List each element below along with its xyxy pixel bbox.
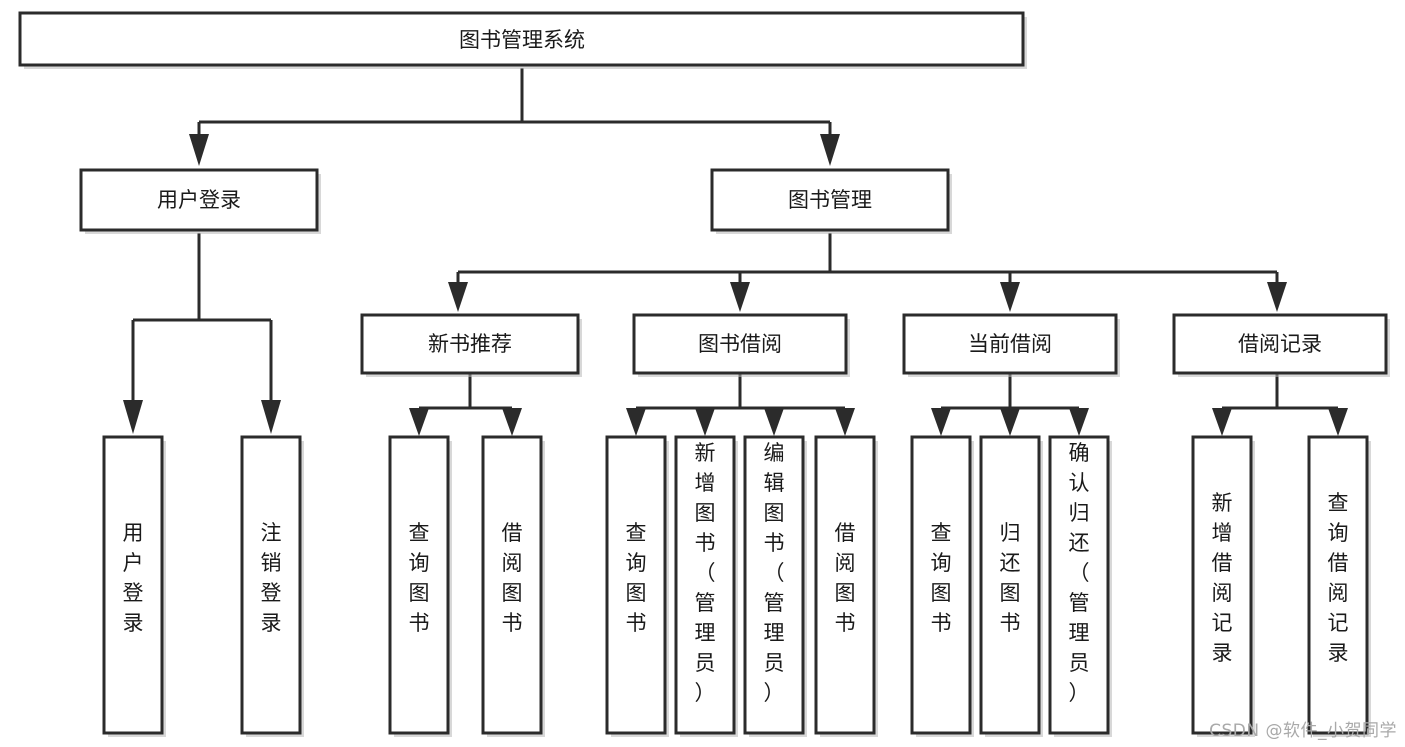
node-root-rect — [18, 11, 1025, 67]
leaf-node[interactable]: 归还图书 — [979, 435, 1043, 737]
leaf-rect — [910, 435, 972, 735]
leaf-rect — [674, 435, 736, 735]
arrow-bookborrow-leaf-4 — [835, 408, 855, 436]
leaf-rect — [1307, 435, 1369, 735]
leaf-node[interactable]: 新增借阅记录 — [1191, 435, 1255, 737]
arrow-borrowrecord-leaf-1 — [1212, 408, 1232, 436]
leaf-node[interactable]: 确认归还（管理员） — [1048, 435, 1112, 737]
leaf-rect — [388, 435, 450, 735]
leaf-rect — [605, 435, 667, 735]
csdn-watermark: CSDN @软件_小贺同学 — [1209, 721, 1397, 741]
node-current-borrow-label: 当前借阅 — [968, 332, 1052, 356]
leaf-node[interactable]: 查询借阅记录 — [1307, 435, 1371, 737]
node-user-login-label: 用户登录 — [157, 188, 241, 212]
arrow-currentborrow-leaf-2 — [1000, 408, 1020, 436]
node-borrow-record-label: 借阅记录 — [1238, 332, 1322, 356]
leaf-rect — [102, 435, 164, 735]
connector-group-book-borrow — [626, 374, 855, 436]
leaf-label: 确认归还（管理员） — [1069, 441, 1090, 705]
node-book-borrow[interactable]: 图书借阅 — [632, 313, 850, 377]
leaf-label: 查询图书 — [931, 521, 952, 635]
leaf-label: 新增图书（管理员） — [695, 441, 716, 705]
leaf-node[interactable]: 借阅图书 — [814, 435, 878, 737]
leaf-label: 归还图书 — [1000, 521, 1021, 635]
arrow-newbook-leaf-2 — [502, 408, 522, 436]
leaf-label: 查询图书 — [626, 521, 647, 635]
leaf-label: 借阅图书 — [502, 521, 523, 635]
node-new-book-recommend-rect — [360, 313, 580, 375]
arrow-borrowrecord-leaf-2 — [1328, 408, 1348, 436]
leaf-label: 用户登录 — [123, 521, 144, 635]
leaf-node[interactable]: 借阅图书 — [481, 435, 545, 737]
node-book-management-label: 图书管理 — [788, 188, 872, 212]
leaf-node[interactable]: 查询图书 — [910, 435, 974, 737]
node-book-management-rect — [710, 168, 950, 232]
node-borrow-record[interactable]: 借阅记录 — [1172, 313, 1390, 377]
node-book-borrow-rect — [632, 313, 848, 375]
leaf-label: 借阅图书 — [835, 521, 856, 635]
connector-group-user-login — [123, 233, 281, 434]
leaf-node[interactable]: 新增图书（管理员） — [674, 435, 738, 737]
arrow-bookmgmt-child-1 — [448, 282, 468, 312]
arrow-bookmgmt-child-3 — [1000, 282, 1020, 312]
connector-group-new-book — [409, 374, 522, 436]
node-current-borrow[interactable]: 当前借阅 — [902, 313, 1120, 377]
leaf-rect — [240, 435, 302, 735]
arrow-currentborrow-leaf-1 — [931, 408, 951, 436]
leaf-rect — [1048, 435, 1110, 735]
arrow-bookborrow-leaf-3 — [764, 408, 784, 436]
leaf-node[interactable]: 用户登录 — [102, 435, 166, 737]
node-root[interactable]: 图书管理系统 — [18, 11, 1027, 69]
node-new-book-recommend-label: 新书推荐 — [428, 332, 512, 356]
leaf-rect — [1191, 435, 1253, 735]
connector-group-book-management — [448, 233, 1287, 312]
arrow-bookmgmt-child-4 — [1267, 282, 1287, 312]
leaf-rect — [743, 435, 805, 735]
leaf-node[interactable]: 查询图书 — [388, 435, 452, 737]
arrow-root-to-login — [189, 134, 209, 166]
arrow-root-to-bookmgmt — [820, 134, 840, 166]
leaf-label: 注销登录 — [261, 521, 282, 635]
leaf-label: 查询借阅记录 — [1328, 491, 1349, 665]
leaf-rect — [814, 435, 876, 735]
arrow-login-leaf-1 — [123, 400, 143, 434]
leaf-node[interactable]: 查询图书 — [605, 435, 669, 737]
arrow-newbook-leaf-1 — [409, 408, 429, 436]
leaf-node[interactable]: 编辑图书（管理员） — [743, 435, 807, 737]
node-root-label: 图书管理系统 — [459, 28, 585, 52]
node-user-login-rect — [79, 168, 319, 232]
leaf-rect — [979, 435, 1041, 735]
leaf-node[interactable]: 注销登录 — [240, 435, 304, 737]
node-book-management[interactable]: 图书管理 — [710, 168, 952, 234]
connector-group-root — [189, 68, 840, 166]
leaf-rect — [481, 435, 543, 735]
arrow-login-leaf-2 — [261, 400, 281, 434]
node-current-borrow-rect — [902, 313, 1118, 375]
node-new-book-recommend[interactable]: 新书推荐 — [360, 313, 582, 377]
leaf-label: 查询图书 — [409, 521, 430, 635]
connector-group-current-borrow — [931, 374, 1089, 436]
node-user-login[interactable]: 用户登录 — [79, 168, 321, 234]
arrow-currentborrow-leaf-3 — [1069, 408, 1089, 436]
arrow-bookborrow-leaf-1 — [626, 408, 646, 436]
node-book-borrow-label: 图书借阅 — [698, 332, 782, 356]
arrow-bookborrow-leaf-2 — [695, 408, 715, 436]
leaf-label: 编辑图书（管理员） — [764, 441, 785, 705]
node-borrow-record-rect — [1172, 313, 1388, 375]
arrow-bookmgmt-child-2 — [730, 282, 750, 312]
leaf-label: 新增借阅记录 — [1212, 491, 1233, 665]
connector-group-borrow-record — [1212, 374, 1348, 436]
